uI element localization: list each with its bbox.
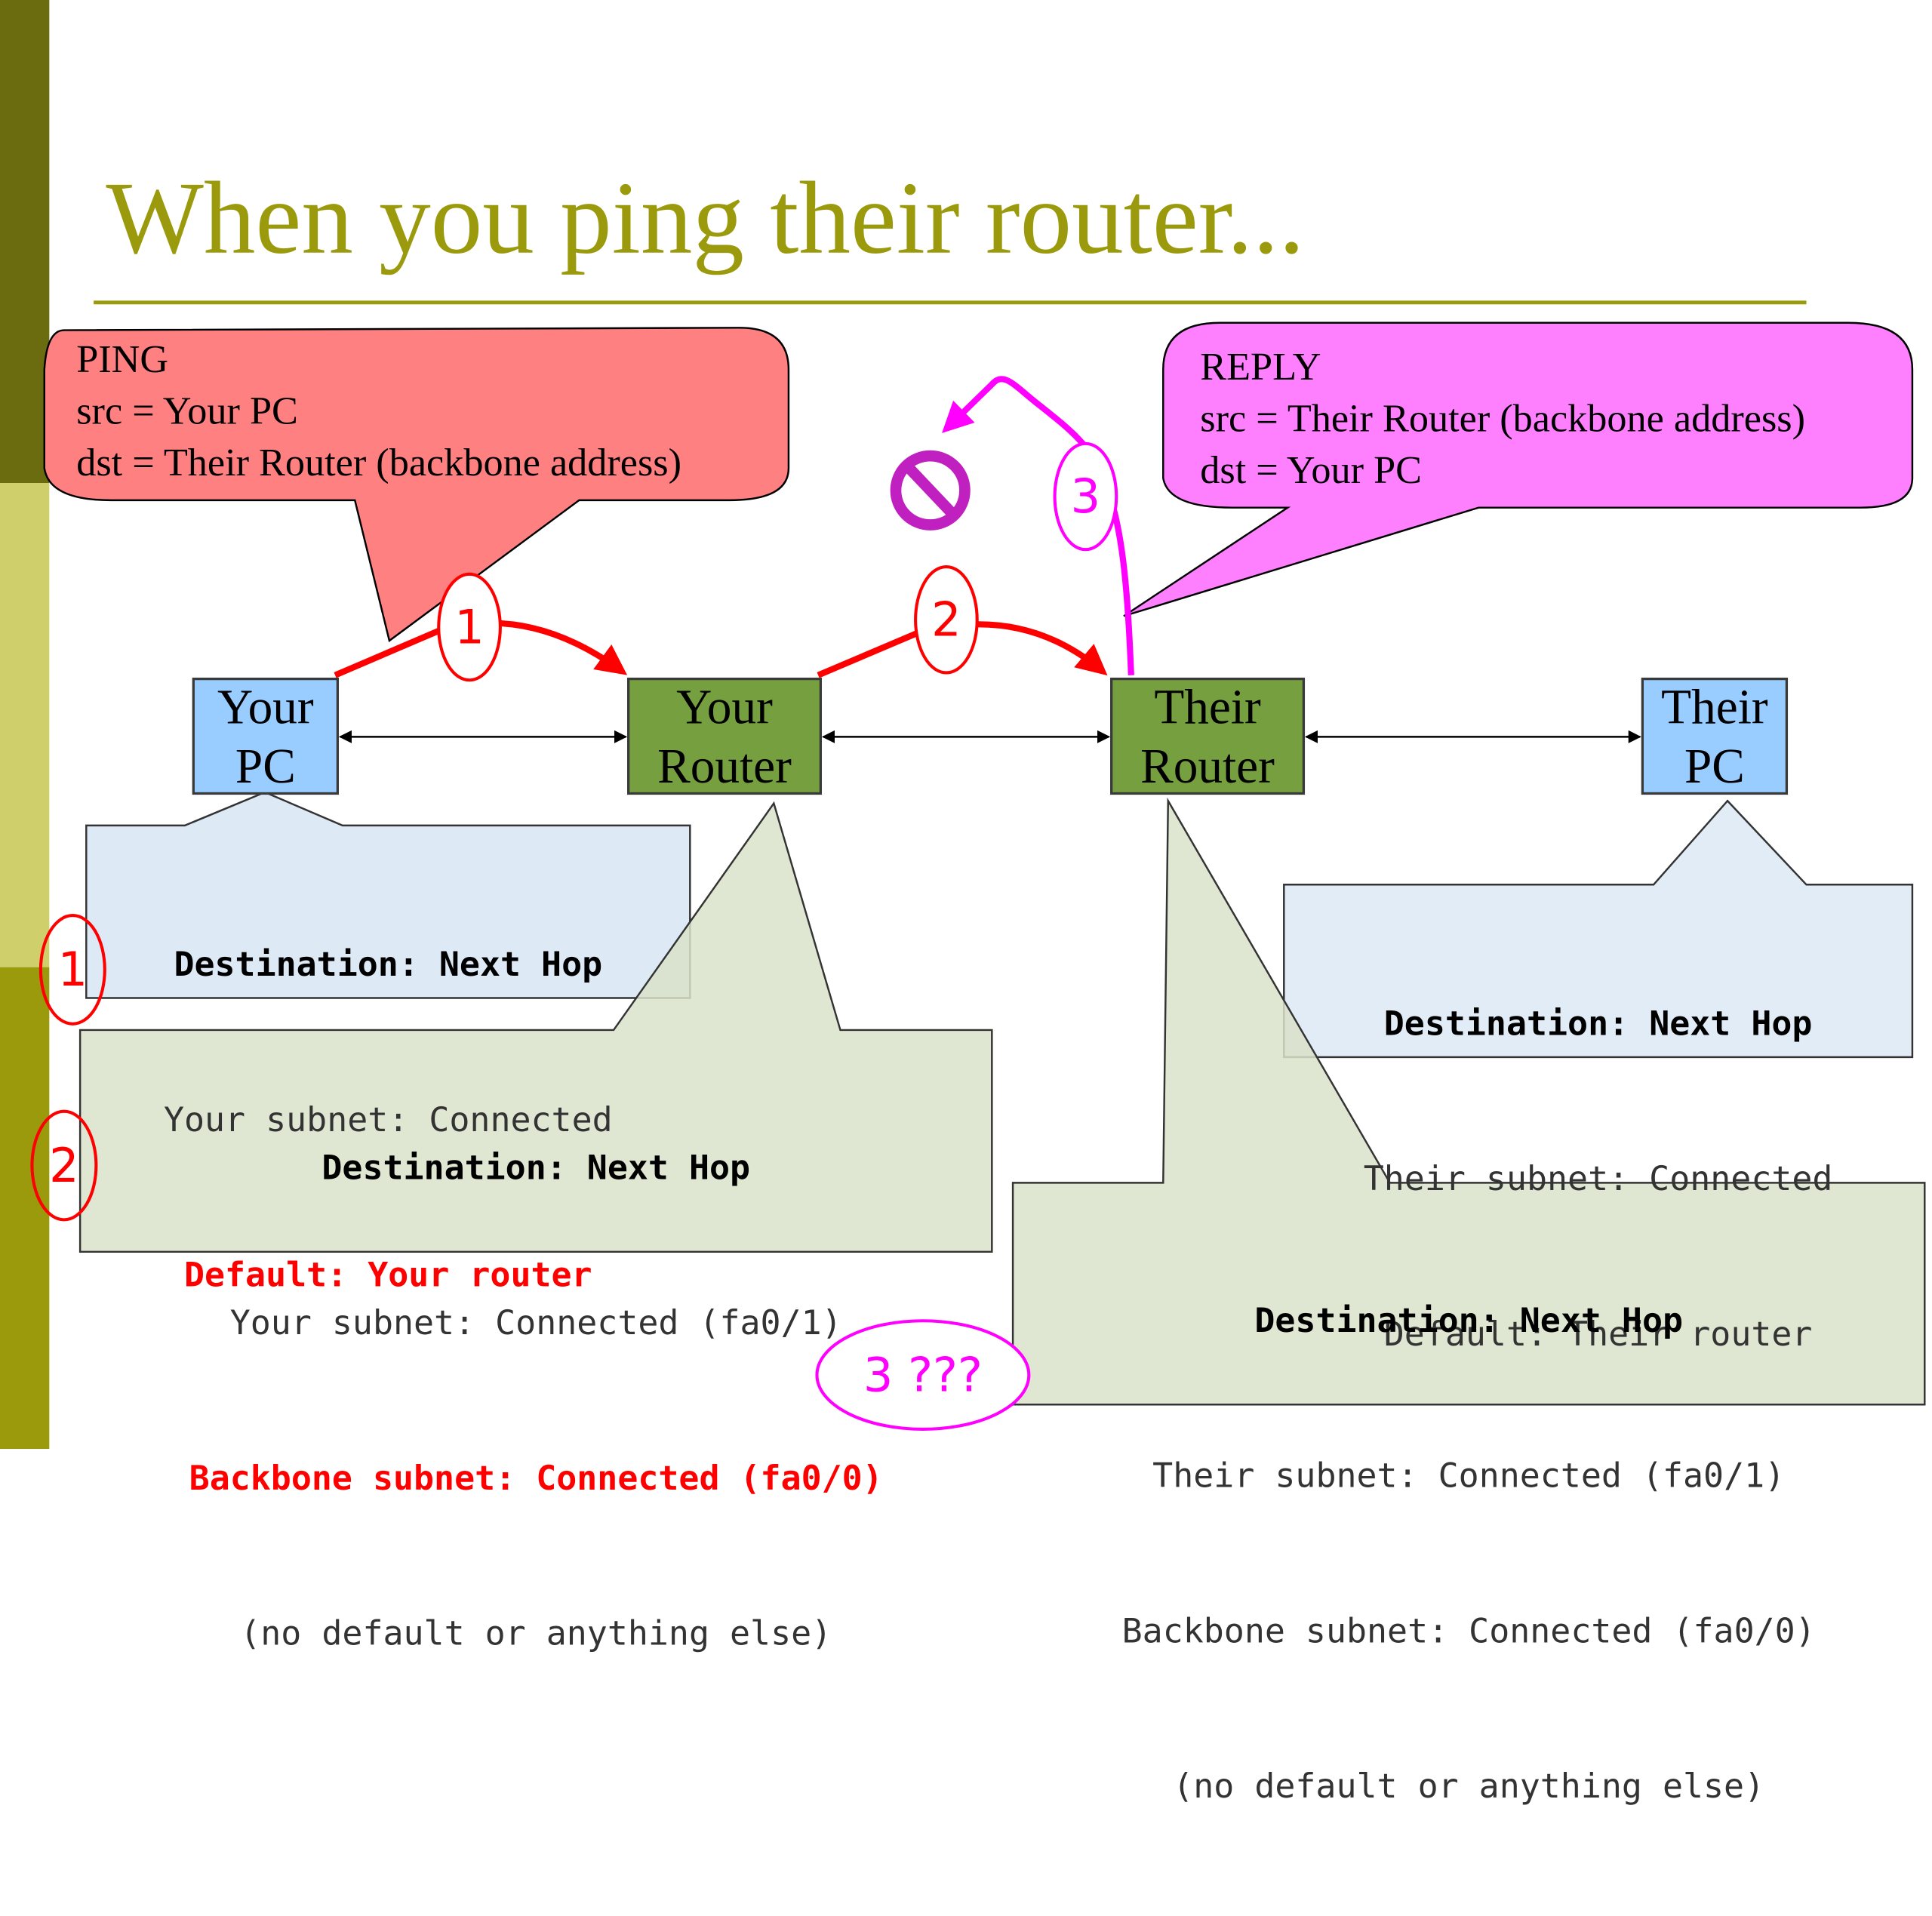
step-1-table-label: 1 bbox=[57, 943, 88, 997]
your-pc-node: Your PC bbox=[192, 677, 339, 795]
reply-label: REPLY bbox=[1200, 343, 1321, 389]
their-pc-table-shape bbox=[1283, 799, 1914, 1059]
reply-callout: REPLY src = Their Router (backbone addre… bbox=[1200, 340, 1805, 496]
node-label: PC bbox=[1684, 737, 1745, 793]
slide-title: When you ping their router... bbox=[106, 161, 1305, 276]
table-row: Their subnet: Connected (fa0/1) bbox=[1152, 1456, 1786, 1496]
step-1-marker bbox=[437, 572, 502, 682]
table-row: Default: Their router bbox=[1383, 1315, 1813, 1355]
node-label: Their bbox=[1154, 678, 1261, 734]
no-entry-icon bbox=[890, 450, 971, 531]
table-row: Their subnet: Connected bbox=[1363, 1159, 1833, 1199]
their-router-node: Their Router bbox=[1110, 677, 1306, 795]
ping-callout: PING src = Your PC dst = Their Router (b… bbox=[76, 333, 681, 488]
node-label: Router bbox=[1140, 737, 1275, 793]
table-row: Backbone subnet: Connected (fa0/0) bbox=[1121, 1611, 1816, 1651]
reply-dst: dst = Your PC bbox=[1200, 447, 1422, 492]
table-header: Destination: Next Hop bbox=[1254, 1301, 1684, 1341]
your-pc-routing-table: Destination: Next Hop Your subnet: Conne… bbox=[86, 835, 690, 1404]
their-pc-routing-table: Destination: Next Hop Their subnet: Conn… bbox=[1284, 894, 1912, 1463]
step-2-table-label: 2 bbox=[49, 1138, 79, 1193]
step-3-question-marker bbox=[815, 1319, 1031, 1431]
reply-callout-shape bbox=[1123, 321, 1914, 617]
ping-dst: dst = Their Router (backbone address) bbox=[76, 439, 682, 484]
your-router-node: Your Router bbox=[627, 677, 823, 795]
reply-src: src = Their Router (backbone address) bbox=[1200, 395, 1806, 440]
step-3-label: 3 bbox=[1070, 469, 1101, 524]
table-row-highlighted: Default: Your router bbox=[183, 1255, 592, 1295]
table-header: Destination: Next Hop bbox=[321, 1148, 751, 1188]
shapes-layer bbox=[43, 321, 1926, 1406]
node-label: Your bbox=[676, 678, 773, 734]
their-pc-node: Their PC bbox=[1641, 677, 1789, 795]
ping-callout-shape bbox=[43, 327, 790, 643]
table-header: Destination: Next Hop bbox=[1383, 1004, 1813, 1044]
step-2-marker bbox=[914, 565, 979, 675]
node-label: PC bbox=[235, 737, 296, 793]
step-2-table-marker bbox=[30, 1109, 98, 1222]
table-row: Your subnet: Connected (fa0/1) bbox=[229, 1303, 842, 1343]
node-label: Router bbox=[657, 737, 792, 793]
side-bar-light bbox=[0, 483, 50, 967]
your-router-table-shape bbox=[78, 801, 993, 1253]
slide: When you ping their router... PING src =… bbox=[0, 0, 1926, 1807]
ping-src: src = Your PC bbox=[76, 388, 298, 433]
ping-label: PING bbox=[76, 336, 169, 381]
side-bar-mid bbox=[0, 967, 50, 1450]
title-underline bbox=[94, 300, 1807, 305]
table-row: (no default or anything else) bbox=[240, 1613, 832, 1654]
table-header: Destination: Next Hop bbox=[174, 945, 603, 985]
step-2-label: 2 bbox=[931, 592, 961, 647]
table-row: (no default or anything else) bbox=[1173, 1767, 1765, 1807]
step-1-label: 1 bbox=[454, 600, 485, 654]
step-3-question-label: 3 ??? bbox=[863, 1348, 983, 1403]
step-3-marker bbox=[1053, 441, 1118, 552]
your-pc-table-shape bbox=[85, 791, 691, 999]
side-bar-dark bbox=[0, 0, 50, 484]
table-row-highlighted: Backbone subnet: Connected (fa0/0) bbox=[189, 1459, 883, 1499]
overlay-layer bbox=[30, 376, 1641, 1431]
step-1-table-marker bbox=[38, 914, 106, 1026]
node-label: Their bbox=[1661, 678, 1768, 734]
node-label: Your bbox=[217, 678, 314, 734]
their-router-table-shape bbox=[1011, 797, 1926, 1406]
table-row: Your subnet: Connected bbox=[163, 1100, 613, 1140]
